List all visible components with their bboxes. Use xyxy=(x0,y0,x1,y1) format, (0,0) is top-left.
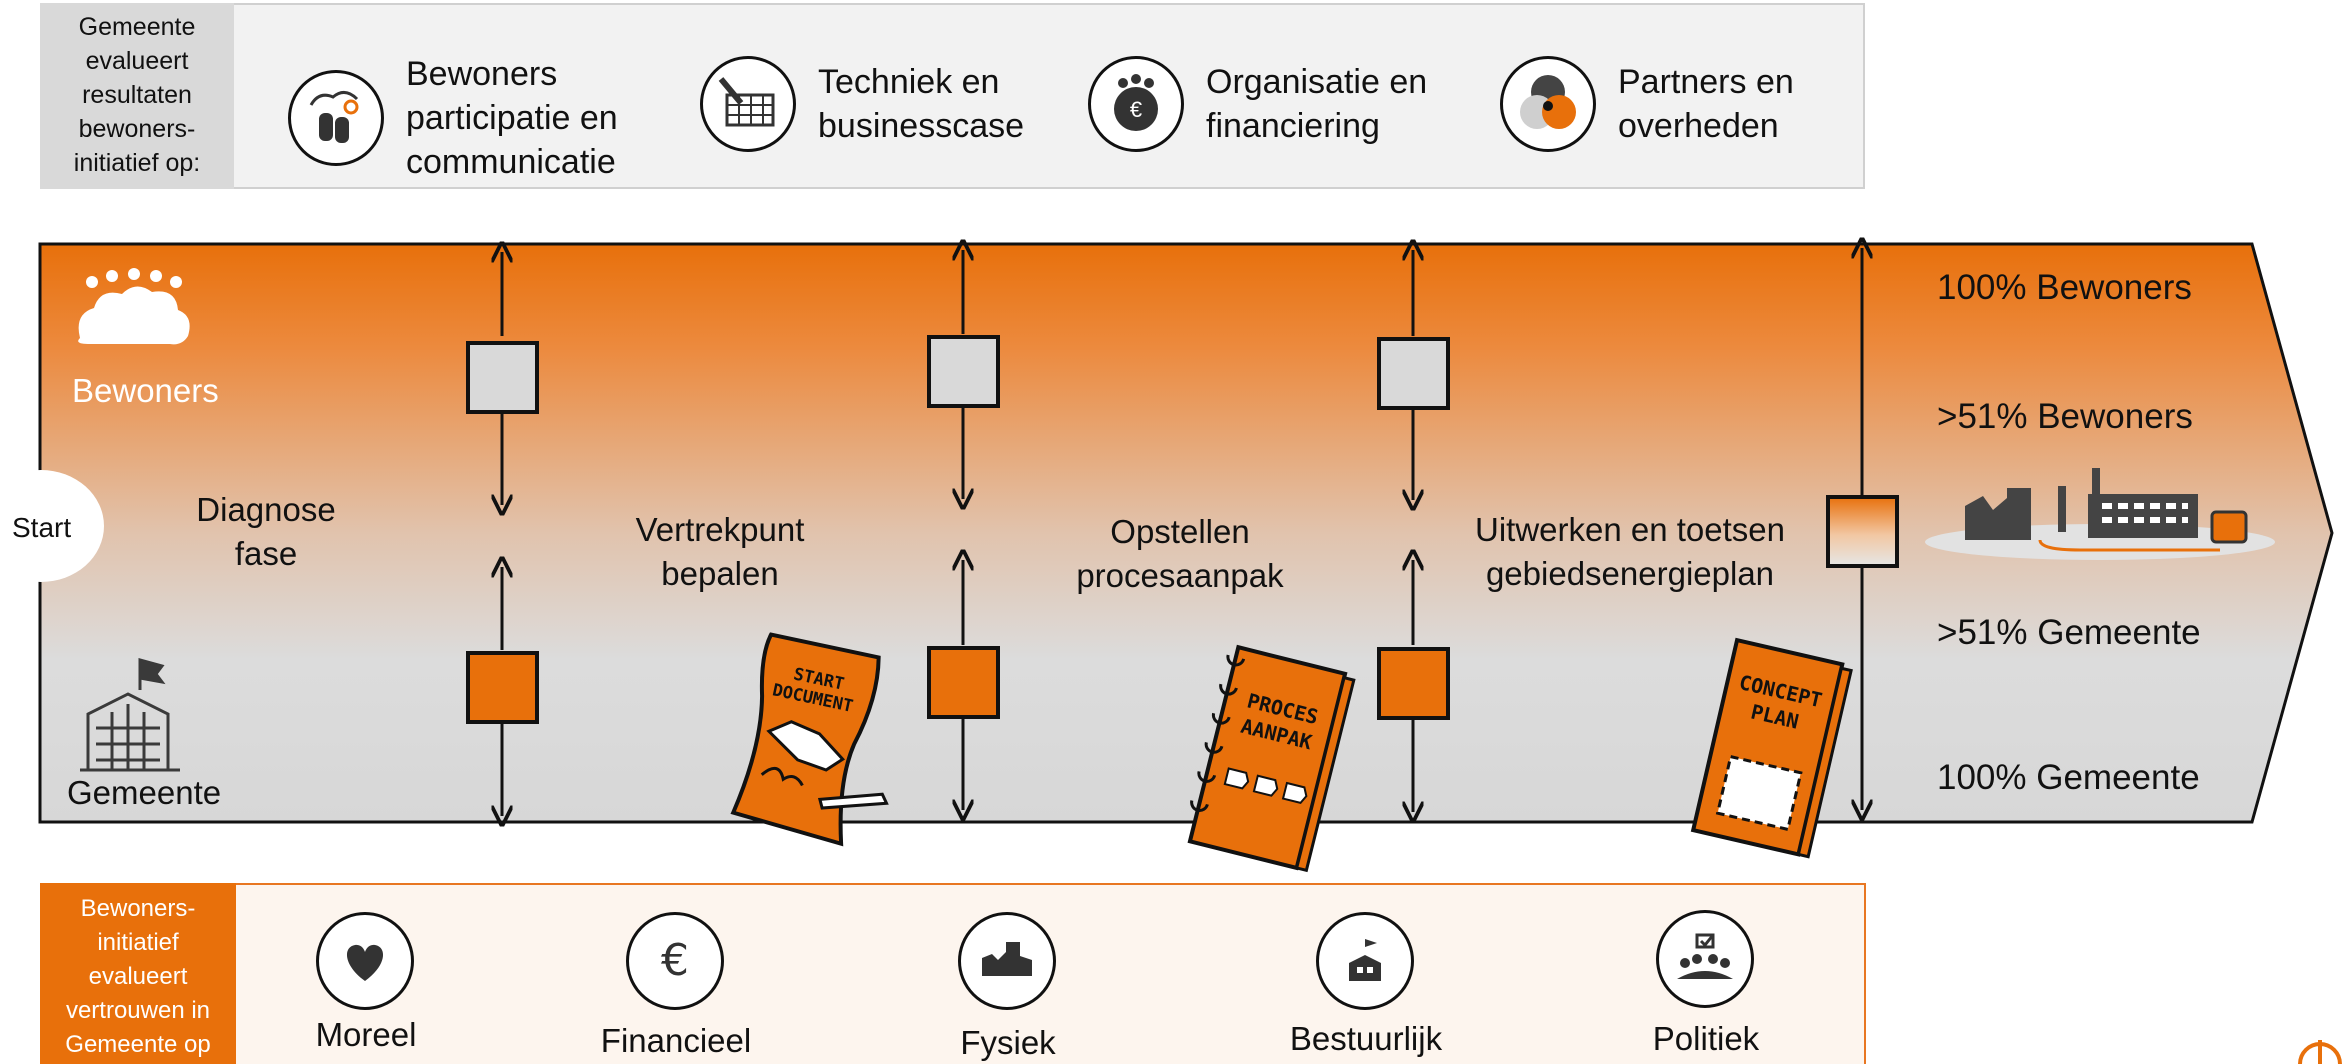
residents-box xyxy=(927,335,1000,408)
trust-label-political: Politiek xyxy=(1652,1020,1760,1057)
phase-separator-4 xyxy=(1826,248,1899,810)
criterion-finance-text: Organisatie en financiering xyxy=(1206,63,1428,145)
municipality-icon xyxy=(80,658,180,772)
criterion-technique-text: Techniek en businesscase xyxy=(818,63,1025,145)
residents-label: Bewoners xyxy=(72,372,219,409)
phase-separator-1 xyxy=(466,252,539,816)
concept-plan-icon: CONCEPT PLAN xyxy=(1690,637,1853,859)
trust-item-financial: € xyxy=(626,912,726,1010)
criterion-participation-text: Bewoners participatie en communicatie xyxy=(406,55,618,181)
level-51-municipality: >51% Gemeente xyxy=(1937,613,2201,652)
phase-starting-point: Vertrekpunt bepalen xyxy=(635,511,805,592)
criterion-finance: € Organisatie en financiering xyxy=(1088,56,1427,152)
level-100-municipality: 100% Gemeente xyxy=(1937,758,2200,797)
euro-icon: € xyxy=(626,912,724,1010)
phase-separator-3 xyxy=(1377,250,1450,812)
trust-label-financial: Financieel xyxy=(600,1022,752,1059)
municipality-box xyxy=(466,651,539,724)
trust-item-physical xyxy=(958,912,1058,1010)
municipality-box xyxy=(927,646,1000,719)
criteria-panel-label: Gemeente evalueert resultaten bewoners- … xyxy=(73,13,201,177)
residents-box xyxy=(466,341,539,414)
phase-separator-2 xyxy=(927,250,1000,810)
process-plan-icon: PROCES AANPAK xyxy=(1187,644,1356,873)
criteria-label-box xyxy=(40,3,234,189)
heart-icon xyxy=(316,912,414,1010)
landscape-icon xyxy=(958,912,1056,1010)
criterion-partners: Partners en overheden xyxy=(1500,56,1794,152)
criterion-partners-text: Partners en overheden xyxy=(1618,63,1794,145)
criterion-participation: Bewoners participatie en communicatie xyxy=(288,52,618,184)
partners-icon xyxy=(1500,56,1596,152)
svg-text:€: € xyxy=(661,935,689,986)
finance-icon: € xyxy=(1088,56,1184,152)
phase-elaborate-plan: Uitwerken en toetsen gebiedsenergieplan xyxy=(1474,511,1785,592)
trust-item-moral xyxy=(316,912,416,1010)
trust-item-governance xyxy=(1316,912,1416,1010)
trust-item-political xyxy=(1656,910,1756,1008)
start-document-icon: START DOCUMENT xyxy=(730,632,889,847)
level-100-residents: 100% Bewoners xyxy=(1937,268,2192,307)
trust-panel-label: Bewoners- initiatief evalueert vertrouwe… xyxy=(65,895,211,1058)
phase-diagnose: Diagnose fase xyxy=(196,491,336,572)
logo-icon xyxy=(2298,1040,2342,1064)
participation-icon xyxy=(288,70,384,166)
shared-box xyxy=(1826,495,1899,568)
start-marker xyxy=(0,470,104,582)
trust-label-governance: Bestuurlijk xyxy=(1289,1020,1443,1057)
municipality-label: Gemeente xyxy=(67,774,222,811)
level-51-residents: >51% Bewoners xyxy=(1937,397,2193,436)
residents-icon xyxy=(78,268,190,345)
start-label: Start xyxy=(12,512,72,543)
phase-process-approach: Opstellen procesaanpak xyxy=(1076,513,1284,594)
technique-icon xyxy=(700,56,796,152)
municipality-box xyxy=(1377,647,1450,720)
trust-label-moral: Moreel xyxy=(315,1016,417,1053)
governance-icon xyxy=(1316,912,1414,1010)
energy-landscape-icon xyxy=(1925,468,2275,560)
trust-label-physical: Fysiek xyxy=(960,1024,1056,1061)
criterion-technique: Techniek en businesscase xyxy=(700,56,1024,152)
svg-text:€: € xyxy=(1130,97,1142,122)
politics-icon xyxy=(1656,910,1754,1008)
trust-label-box xyxy=(40,883,236,1064)
residents-box xyxy=(1377,337,1450,410)
